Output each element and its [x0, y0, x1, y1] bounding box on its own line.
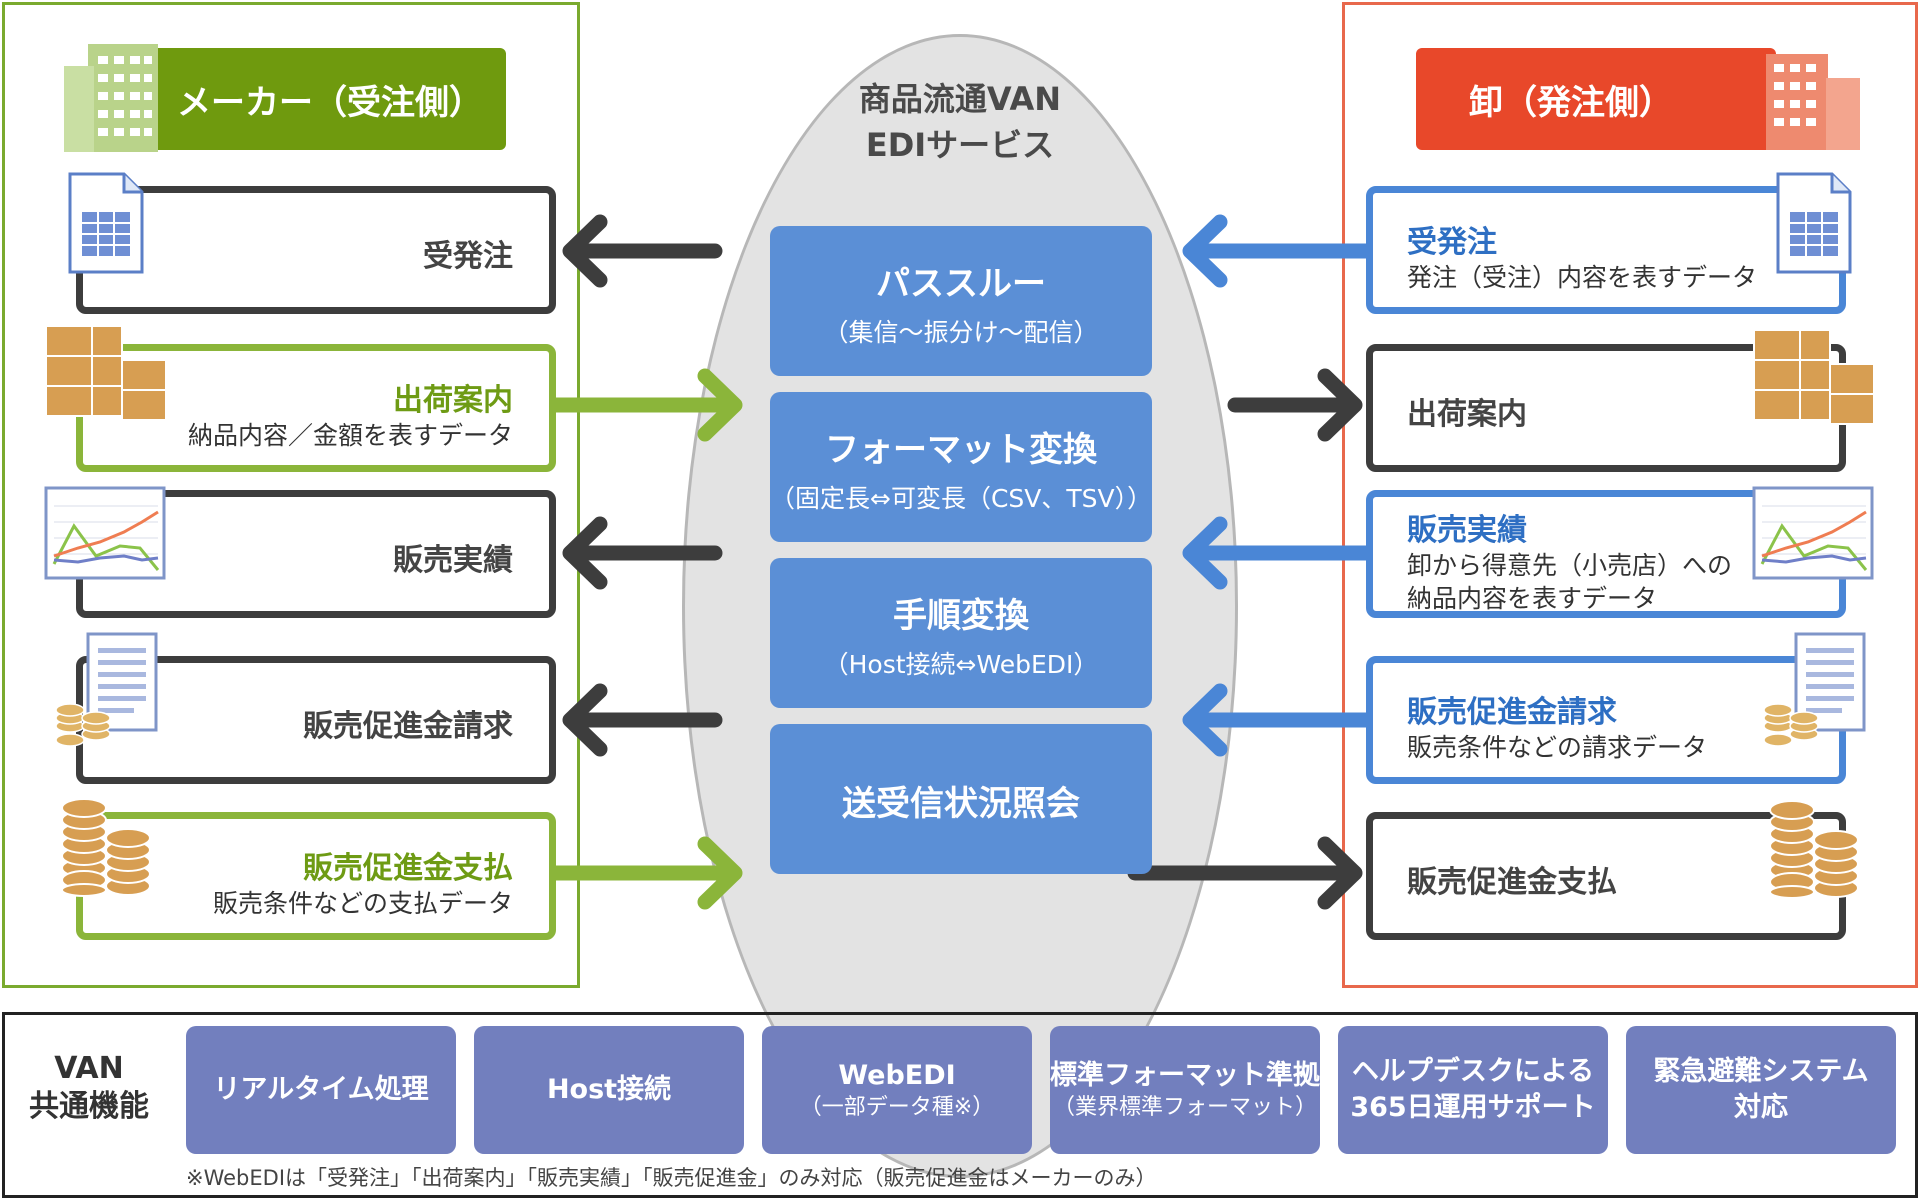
feature-title: 緊急避難システム [1653, 1056, 1869, 1087]
maker-building-icon [64, 44, 158, 152]
service-format-conversion: フォーマット変換 （固定長⇔可変長（CSV、TSV）） [770, 392, 1152, 542]
service-subtitle: （固定長⇔可変長（CSV、TSV）） [770, 484, 1153, 513]
feature-title: WebEDI [838, 1060, 956, 1091]
common-features-label: VAN 共通機能 [14, 1050, 164, 1126]
wholesaler-item-promo-payment: 販売促進金支払 [1366, 812, 1846, 940]
wholesaler-item-desc-2: 納品内容を表すデータ [1407, 584, 1658, 613]
chart-icon [44, 486, 166, 580]
service-subtitle: （集信～振分け～配信） [823, 318, 1099, 347]
arrow-sales-to-maker [562, 516, 723, 590]
feature-subtitle: （業界標準フォーマット） [1052, 1095, 1317, 1120]
maker-item-order: 受発注 [76, 186, 556, 314]
spreadsheet-icon [68, 172, 144, 274]
wholesaler-item-desc: 卸から得意先（小売店）への [1407, 551, 1733, 580]
feature-title: ヘルプデスクによる [1351, 1056, 1595, 1087]
invoice-coins-icon [1763, 632, 1866, 747]
service-title: 送受信状況照会 [842, 784, 1080, 824]
wholesaler-item-title: 販売促進金請求 [1407, 695, 1617, 730]
wholesaler-item-title: 販売実績 [1407, 513, 1527, 548]
invoice-coins-icon [55, 632, 158, 747]
wholesaler-item-desc: 発注（受注）内容を表すデータ [1407, 263, 1758, 292]
boxes-icon [45, 325, 167, 421]
service-title: パススルー [876, 264, 1046, 304]
van-service-title: 商品流通VAN EDIサービス [760, 76, 1160, 168]
wholesaler-item-desc: 販売条件などの請求データ [1407, 733, 1708, 762]
service-pass-through: パススルー （集信～振分け～配信） [770, 226, 1152, 376]
maker-item-promo-payment: 販売促進金支払 販売条件などの支払データ [76, 812, 556, 940]
feature-subtitle: （一部データ種※） [799, 1095, 995, 1120]
feature-title: Host接続 [546, 1074, 672, 1105]
feature-realtime: リアルタイム処理 [186, 1026, 456, 1154]
feature-host-connection: Host接続 [474, 1026, 744, 1154]
arrow-promo-claim-to-maker [562, 683, 723, 757]
arrow-order-from-wholesaler [1182, 214, 1380, 288]
maker-item-title: 受発注 [423, 239, 513, 274]
arrow-sales-from-wholesaler [1182, 516, 1380, 590]
maker-item-title: 出荷案内 [393, 383, 513, 418]
maker-item-title: 販売促進金請求 [303, 709, 513, 744]
wholesaler-panel [1342, 2, 1918, 988]
van-service-title-line1: 商品流通VAN [858, 80, 1062, 118]
wholesaler-item-order: 受発注 発注（受注）内容を表すデータ [1366, 186, 1846, 314]
feature-title-line2: 対応 [1734, 1092, 1788, 1123]
arrow-shipping-to-wholesaler [1227, 368, 1363, 442]
feature-emergency-system: 緊急避難システム 対応 [1626, 1026, 1896, 1154]
feature-standard-format: 標準フォーマット準拠 （業界標準フォーマット） [1050, 1026, 1320, 1154]
wholesaler-header-label: 卸（発注側） [1469, 82, 1673, 123]
wholesaler-item-title: 販売促進金支払 [1407, 865, 1617, 900]
coins-icon [61, 798, 151, 897]
coins-icon [1769, 800, 1859, 899]
arrow-shipping-from-maker [542, 368, 743, 442]
maker-header: メーカー（受注側） [130, 48, 506, 150]
feature-title-line2: 365日運用サポート [1350, 1092, 1596, 1123]
maker-item-title: 販売促進金支払 [303, 851, 513, 886]
wholesaler-item-title: 受発注 [1407, 225, 1497, 260]
arrow-promo-payment-from-maker [542, 836, 743, 910]
wholesaler-building-icon [1766, 54, 1860, 150]
common-features-panel [2, 1012, 1918, 1198]
boxes-icon [1753, 329, 1875, 425]
feature-title: リアルタイム処理 [213, 1074, 429, 1105]
maker-header-label: メーカー（受注側） [177, 82, 483, 123]
van-service-title-line2: EDIサービス [865, 126, 1055, 164]
service-title: 手順変換 [893, 596, 1029, 636]
arrow-promo-payment-to-wholesaler [1127, 836, 1363, 910]
spreadsheet-icon [1776, 172, 1852, 274]
maker-item-title: 販売実績 [393, 543, 513, 578]
maker-panel [2, 2, 580, 988]
service-subtitle: （Host接続⇔WebEDI） [823, 650, 1099, 679]
wholesaler-item-title: 出荷案内 [1407, 397, 1527, 432]
arrow-order-to-maker [562, 214, 723, 288]
feature-webedi: WebEDI （一部データ種※） [762, 1026, 1032, 1154]
maker-item-desc: 販売条件などの支払データ [212, 889, 513, 918]
feature-helpdesk: ヘルプデスクによる 365日運用サポート [1338, 1026, 1608, 1154]
wholesaler-header: 卸（発注側） [1416, 48, 1776, 150]
footnote: ※WebEDIは「受発注」「出荷案内」「販売実績」「販売促進金」のみ対応（販売促… [186, 1166, 1157, 1190]
maker-item-desc: 納品内容／金額を表すデータ [187, 421, 513, 450]
common-label-line2: 共通機能 [29, 1089, 149, 1124]
service-title: フォーマット変換 [825, 430, 1097, 470]
service-status-inquiry: 送受信状況照会 [770, 724, 1152, 874]
common-label-line1: VAN [54, 1051, 124, 1086]
feature-title: 標準フォーマット準拠 [1050, 1060, 1320, 1091]
chart-icon [1752, 486, 1874, 580]
arrow-promo-claim-from-wholesaler [1182, 683, 1380, 757]
service-protocol-conversion: 手順変換 （Host接続⇔WebEDI） [770, 558, 1152, 708]
